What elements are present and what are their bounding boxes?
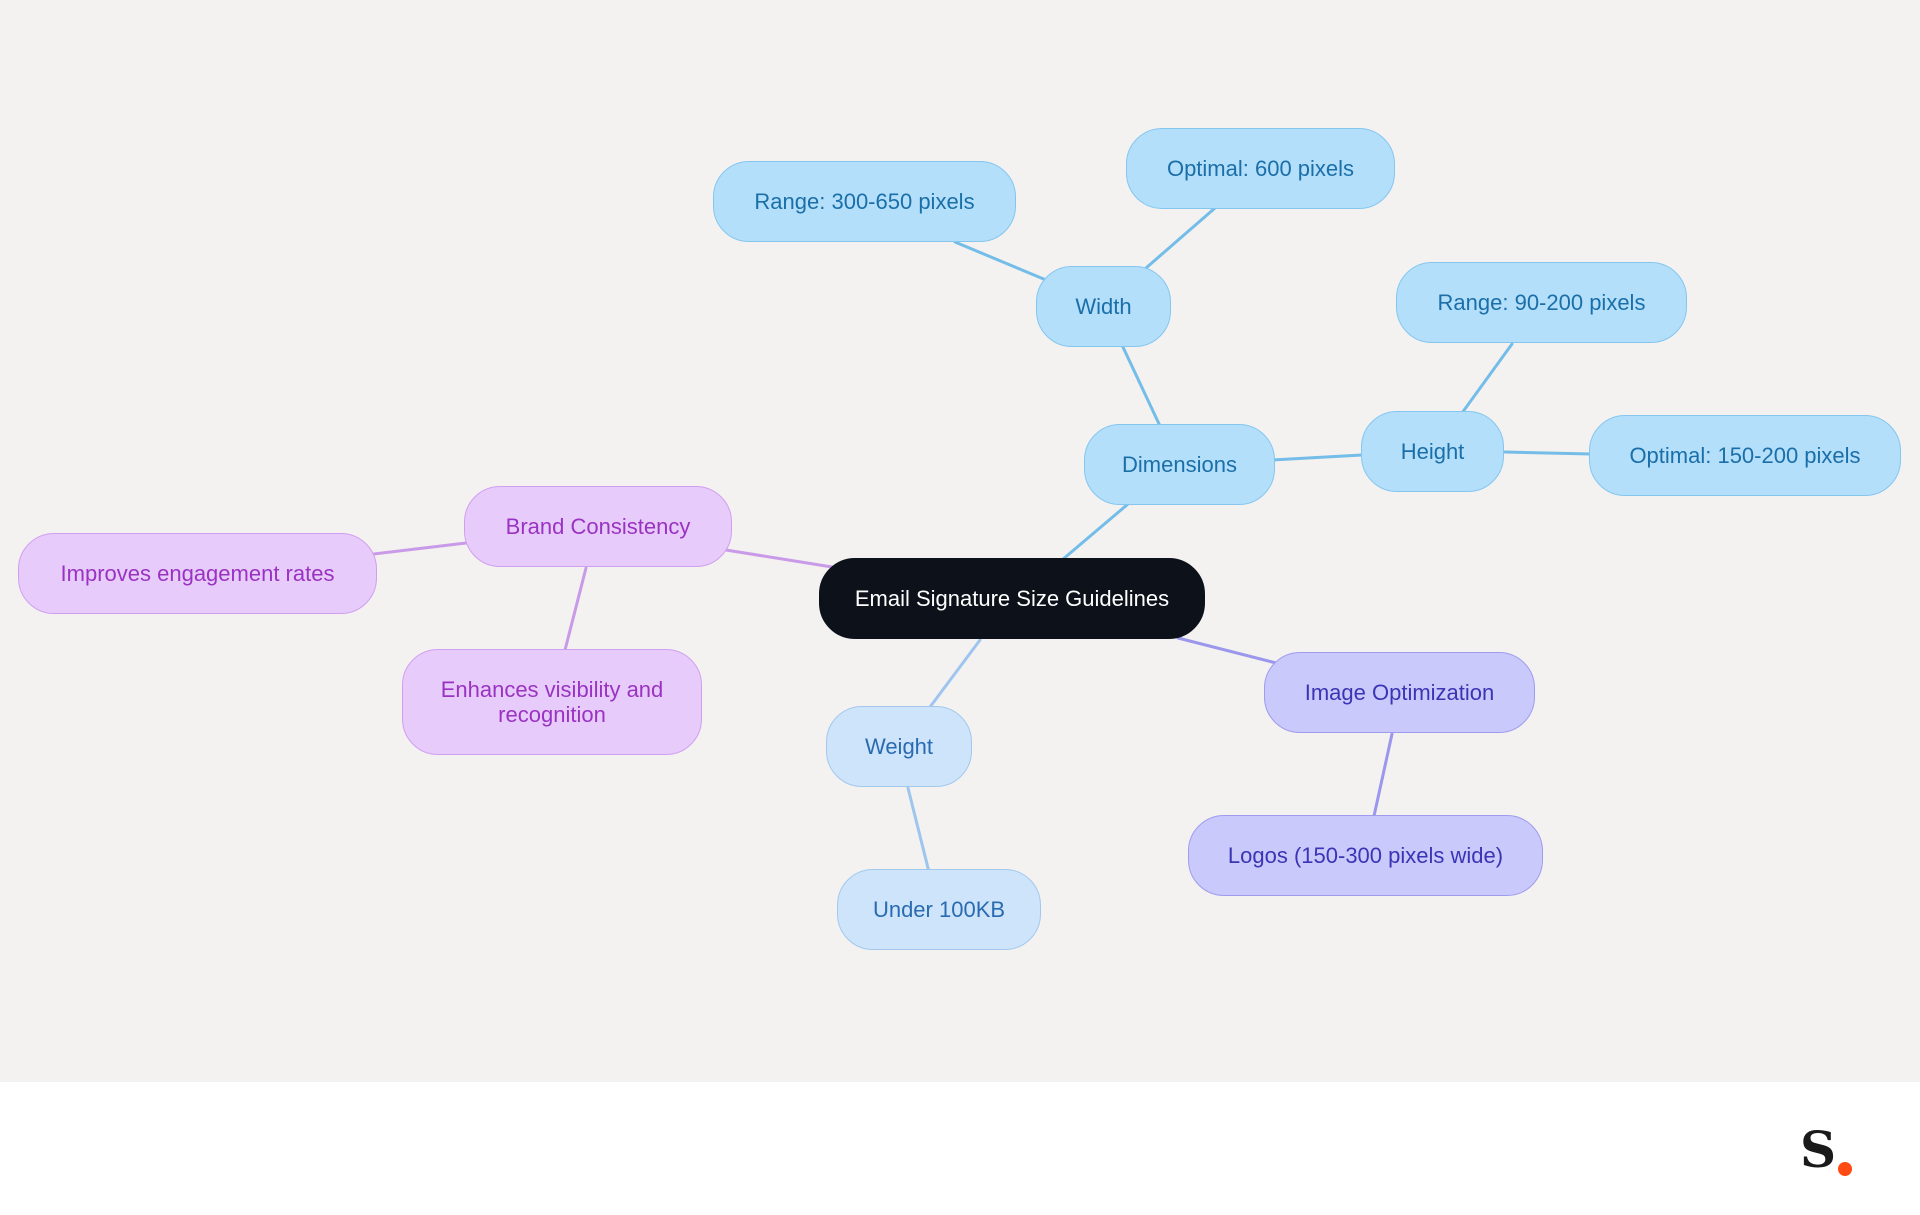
- edge-height-optimal: [1503, 450, 1593, 456]
- edge-brand-visibility: [563, 566, 588, 652]
- node-dimensions-label: Dimensions: [1122, 452, 1237, 477]
- logo-letter-s-icon: S: [1800, 1120, 1837, 1179]
- node-height-optimal-label: Optimal: 150-200 pixels: [1629, 443, 1861, 468]
- node-brand-consistency-label: Brand Consistency: [505, 514, 691, 539]
- mindmap-canvas: Email Signature Size Guidelines Dimensio…: [0, 0, 1920, 1082]
- edge-height-range: [1460, 342, 1514, 415]
- node-weight-limit-label: Under 100KB: [872, 897, 1006, 922]
- node-width-label: Width: [1075, 294, 1132, 319]
- node-width-range[interactable]: Range: 300-650 pixels: [713, 161, 1016, 242]
- node-brand-visibility-line1: Enhances visibility and: [440, 677, 664, 702]
- node-weight-limit[interactable]: Under 100KB: [837, 869, 1041, 950]
- node-height-optimal[interactable]: Optimal: 150-200 pixels: [1589, 415, 1901, 496]
- node-brand-engagement-label: Improves engagement rates: [60, 561, 335, 586]
- node-height-range-label: Range: 90-200 pixels: [1437, 290, 1646, 315]
- node-image-optimization-label: Image Optimization: [1304, 680, 1495, 705]
- edge-image-logos: [1372, 732, 1394, 818]
- node-height-label: Height: [1400, 439, 1465, 464]
- root-node[interactable]: Email Signature Size Guidelines: [819, 558, 1205, 639]
- node-height[interactable]: Height: [1361, 411, 1504, 492]
- edge-width-range: [953, 240, 1048, 282]
- node-brand-engagement[interactable]: Improves engagement rates: [18, 533, 377, 614]
- node-weight[interactable]: Weight: [826, 706, 972, 787]
- node-width-optimal-label: Optimal: 600 pixels: [1166, 156, 1355, 181]
- edge-width-optimal: [1144, 206, 1217, 270]
- brand-logo-icon: S: [1800, 1120, 1860, 1180]
- root-node-label: Email Signature Size Guidelines: [854, 586, 1170, 611]
- node-brand-visibility-text: Enhances visibility and recognition: [441, 677, 664, 727]
- node-image-optimization[interactable]: Image Optimization: [1264, 652, 1535, 733]
- node-brand-visibility[interactable]: Enhances visibility and recognition: [402, 649, 702, 755]
- node-weight-label: Weight: [864, 734, 934, 759]
- edge-root-brand: [724, 548, 834, 569]
- edge-dimensions-height: [1270, 453, 1364, 462]
- edge-brand-engagement: [372, 541, 468, 556]
- node-width-optimal[interactable]: Optimal: 600 pixels: [1126, 128, 1395, 209]
- connector-lines: [372, 206, 1593, 874]
- node-brand-visibility-line2: recognition: [498, 702, 606, 727]
- edge-root-weight: [928, 638, 982, 709]
- node-image-logos[interactable]: Logos (150-300 pixels wide): [1188, 815, 1543, 896]
- node-image-logos-label: Logos (150-300 pixels wide): [1227, 843, 1504, 868]
- edge-weight-limit: [906, 786, 931, 874]
- edge-root-dimensions: [1060, 502, 1130, 562]
- logo-dot-icon: [1838, 1162, 1852, 1176]
- node-width[interactable]: Width: [1036, 266, 1171, 347]
- node-height-range[interactable]: Range: 90-200 pixels: [1396, 262, 1687, 343]
- node-width-range-label: Range: 300-650 pixels: [754, 189, 975, 214]
- node-dimensions[interactable]: Dimensions: [1084, 424, 1275, 505]
- node-brand-consistency[interactable]: Brand Consistency: [464, 486, 732, 567]
- edge-dimensions-width: [1120, 343, 1162, 428]
- edge-root-image: [1176, 636, 1278, 665]
